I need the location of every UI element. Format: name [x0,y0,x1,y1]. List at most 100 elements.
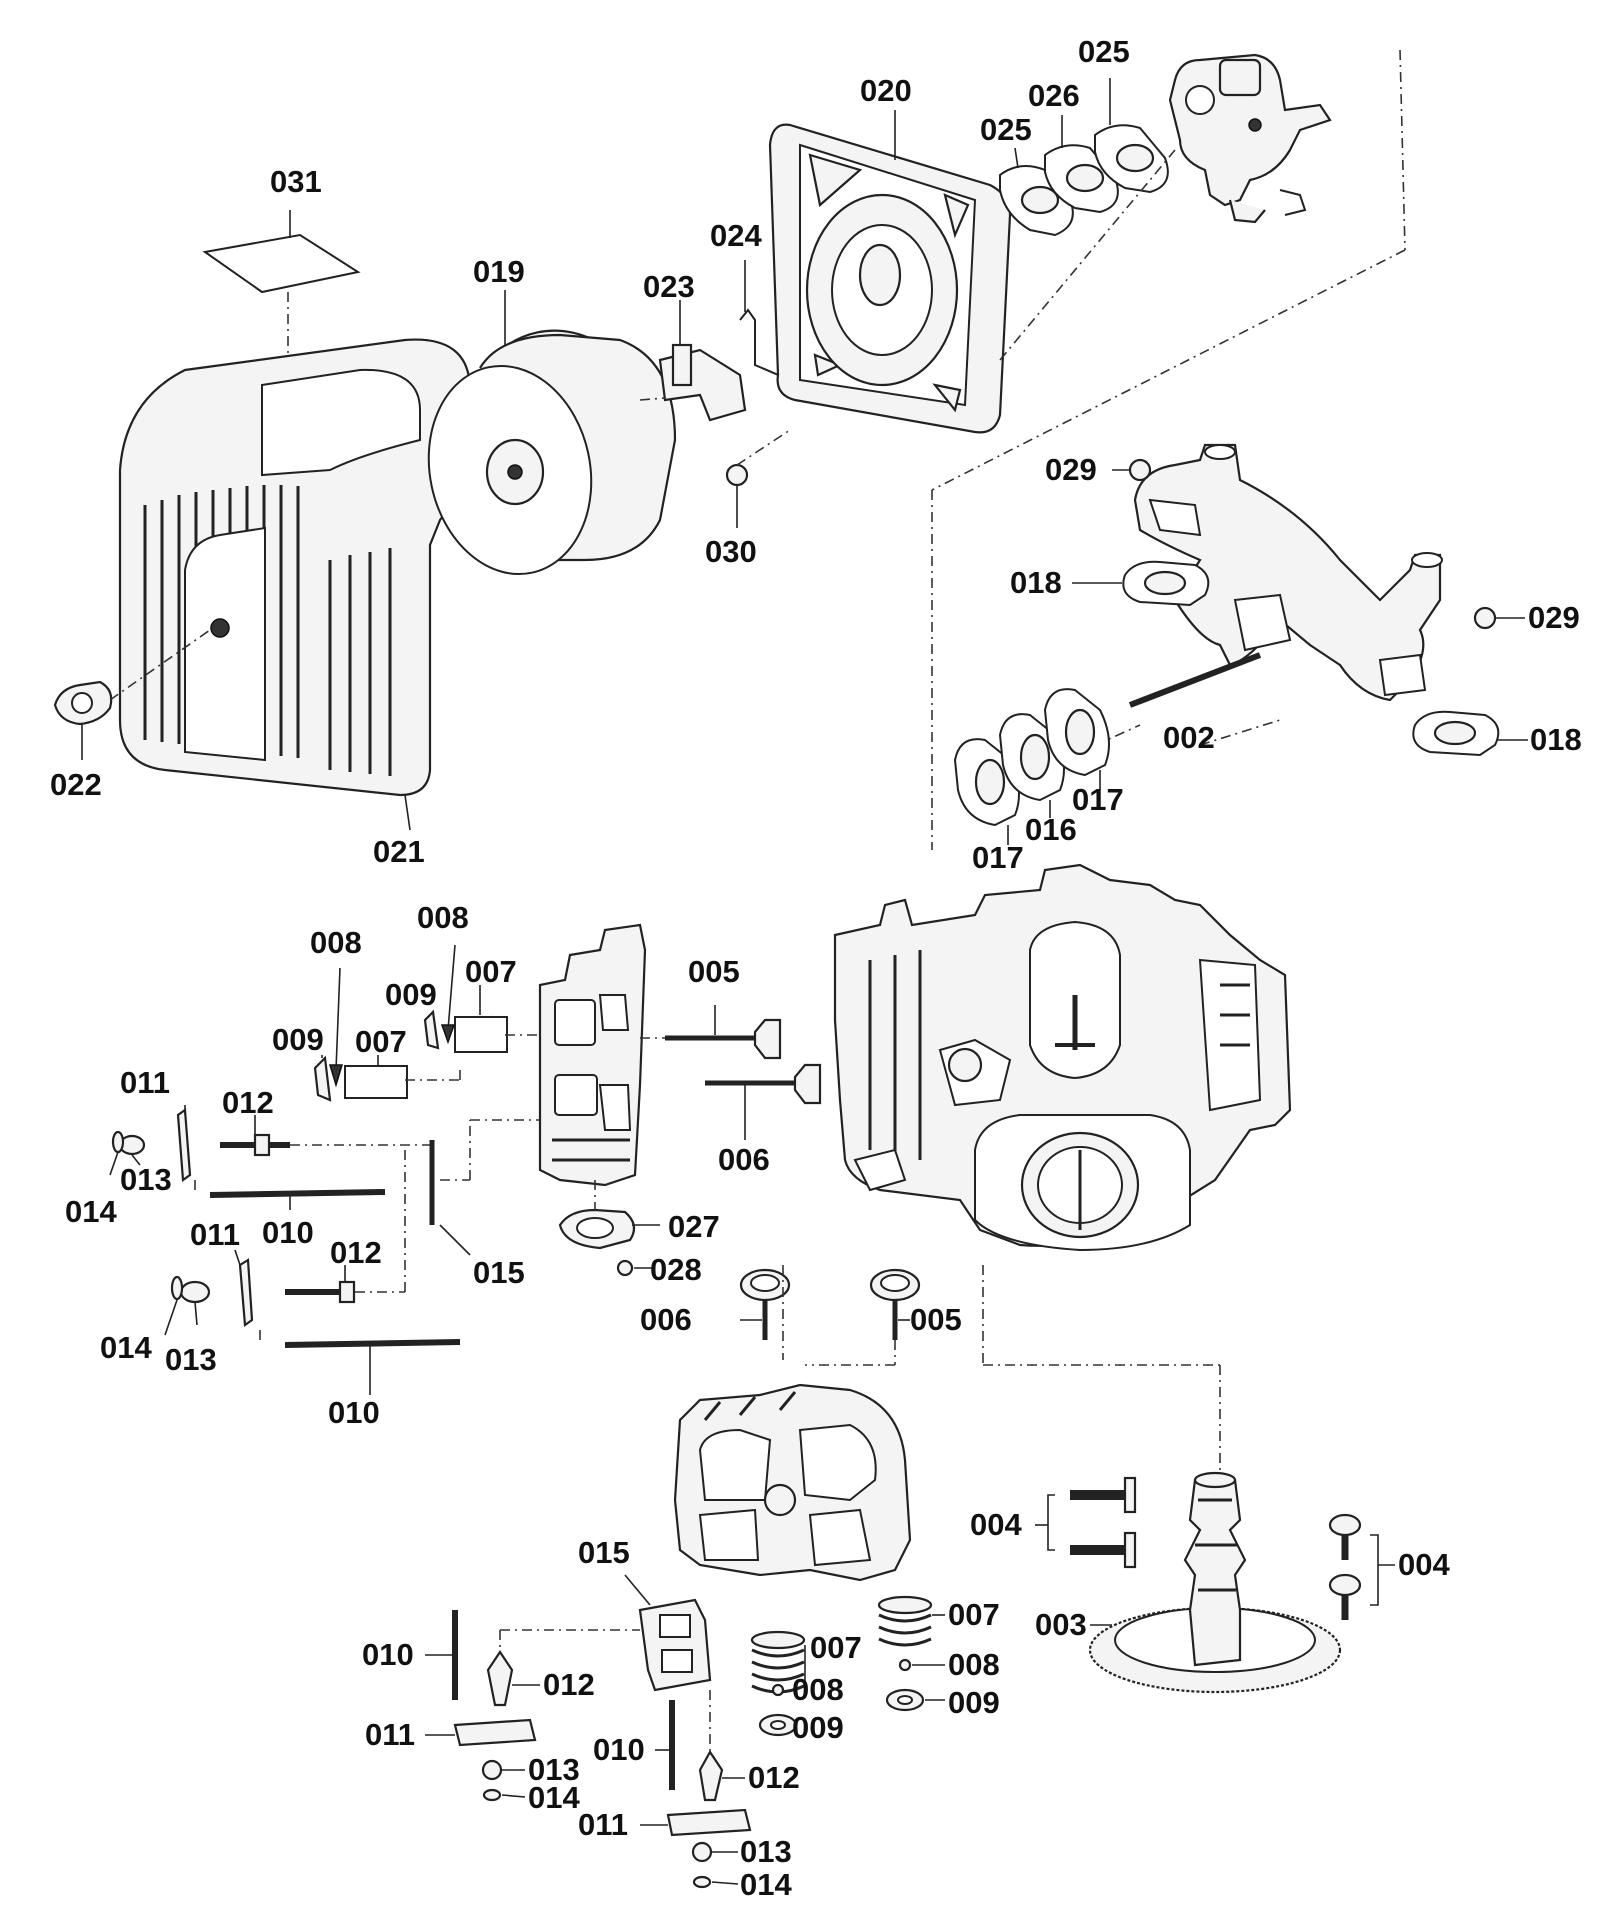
label-010: 010 [593,1732,645,1767]
label-006: 006 [640,1302,692,1337]
part-007-spring-2 [454,985,508,1053]
part-009-retainer-4 [885,1688,945,1712]
label-031: 031 [270,164,322,199]
part-029-nut-2 [1473,606,1525,630]
label-025: 025 [980,112,1032,147]
label-015: 015 [473,1255,525,1290]
label-014: 014 [528,1780,580,1815]
part-022-knob [53,629,211,760]
label-026: 026 [1028,78,1080,113]
label-009: 009 [948,1685,1000,1720]
part-026-gasket [1044,115,1119,214]
label-004: 004 [1398,1547,1450,1582]
label-007: 007 [810,1630,862,1665]
part-011-rocker-1 [176,1105,192,1183]
part-020-air-cleaner-base [768,110,1012,434]
label-004: 004 [970,1507,1022,1542]
label-013: 013 [120,1162,172,1197]
label-023: 023 [643,269,695,304]
label-012: 012 [748,1760,800,1795]
label-011: 011 [365,1717,415,1752]
part-011-rocker-2 [234,1249,254,1328]
label-011: 011 [190,1217,240,1252]
part-012-pivot-4 [698,1690,745,1802]
part-029-nut-1 [1112,458,1152,482]
part-008-keeper-4 [898,1658,945,1672]
part-028-nut [616,1259,655,1277]
label-018: 018 [1010,565,1062,600]
carburetor [1168,53,1332,224]
cylinder-head-bottom [673,1383,912,1582]
label-027: 027 [668,1209,720,1244]
label-013: 013 [740,1834,792,1869]
intake-manifold [1133,443,1443,702]
part-014-washer-3 [482,1788,526,1802]
label-025: 025 [1078,34,1130,69]
label-013: 013 [528,1752,580,1787]
label-006: 006 [718,1142,770,1177]
label-007: 007 [355,1024,407,1059]
label-018: 018 [1530,722,1582,757]
part-004-tappet-right [1328,1513,1395,1620]
label-017: 017 [972,840,1024,875]
label-009: 009 [385,977,437,1012]
label-008: 008 [310,925,362,960]
part-025-gasket-2 [1094,78,1169,194]
label-011: 011 [578,1807,628,1842]
label-016: 016 [1025,812,1077,847]
label-014: 014 [740,1867,792,1902]
part-019-filter-element [427,290,677,576]
label-003: 003 [1035,1607,1087,1642]
part-015-guide-plate-2 [499,1574,712,1692]
label-021: 021 [373,834,425,869]
part-030-nut [725,429,791,528]
part-014-washer-1 [109,1130,125,1176]
label-012: 012 [543,1667,595,1702]
label-008: 008 [948,1647,1000,1682]
label-014: 014 [65,1194,117,1229]
label-005: 005 [688,954,740,989]
part-013-ball-2 [179,1280,211,1326]
crankcase [833,863,1292,1252]
label-012: 012 [330,1235,382,1270]
part-011-rocker-3 [425,1718,537,1747]
part-004-tappet-left [1035,1476,1137,1569]
label-019: 019 [473,254,525,289]
part-017-gasket-2 [1043,688,1110,790]
label-010: 010 [362,1637,414,1672]
label-008: 008 [792,1672,844,1707]
label-024: 024 [710,218,762,253]
part-018-gasket-1 [1072,560,1210,607]
label-008: 008 [417,900,469,935]
part-010-pushrod-4 [655,1700,675,1790]
label-010: 010 [262,1215,314,1250]
part-007-spring-4 [877,1595,945,1647]
part-005-valve-top [665,1005,782,1060]
part-013-ball-4 [691,1841,738,1863]
part-021-air-cleaner-cover [118,338,472,831]
label-012: 012 [222,1085,274,1120]
part-014-washer-4 [692,1875,739,1889]
part-013-ball-3 [481,1759,525,1781]
label-029: 029 [1528,600,1580,635]
part-011-rocker-4 [640,1808,752,1837]
part-027-breather [558,1180,660,1250]
label-010: 010 [328,1395,380,1430]
part-018-gasket-2 [1412,710,1528,757]
label-007: 007 [948,1597,1000,1632]
part-003-camshaft [1088,1471,1342,1694]
part-006-valve-bottom [739,1265,791,1360]
label-007: 007 [465,954,517,989]
part-010-pushrod-3 [425,1610,458,1700]
label-009: 009 [792,1710,844,1745]
part-010-pushrod-1 [194,1180,386,1210]
part-009-retainer-1 [313,1055,332,1102]
part-015-guide-plate-1 [429,1119,540,1256]
part-009-retainer-2 [423,1009,440,1050]
label-028: 028 [650,1252,702,1287]
label-022: 022 [50,767,102,802]
part-006-valve-top [705,1063,822,1140]
part-023-bracket [639,300,747,422]
label-030: 030 [705,534,757,569]
label-005: 005 [910,1302,962,1337]
